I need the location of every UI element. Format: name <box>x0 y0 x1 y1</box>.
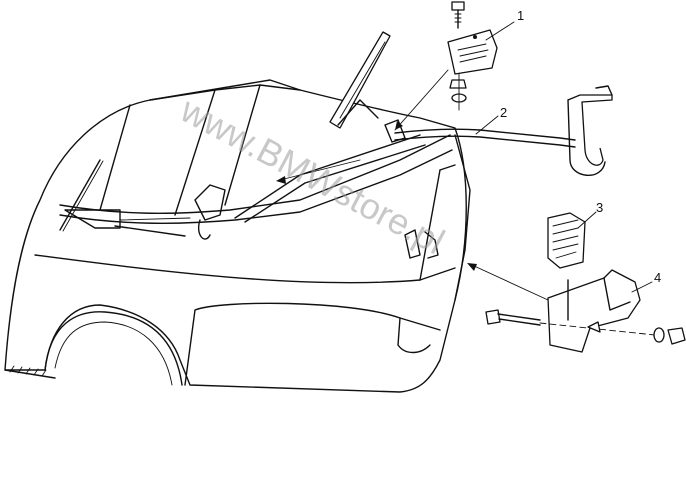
spoiler-blade <box>329 31 391 129</box>
callout-3: 3 <box>596 200 603 215</box>
callout-1: 1 <box>517 8 524 23</box>
callout-4: 4 <box>654 270 661 285</box>
leader-lines <box>276 21 653 301</box>
part-1-bracket <box>447 1 498 111</box>
part-2-cable <box>384 85 613 177</box>
part-4-support <box>485 269 686 353</box>
callout-2: 2 <box>500 105 507 120</box>
part-3-pad <box>547 212 586 269</box>
watermark-text: www.BMWstore.pl <box>173 88 451 262</box>
car-body <box>4 79 471 393</box>
